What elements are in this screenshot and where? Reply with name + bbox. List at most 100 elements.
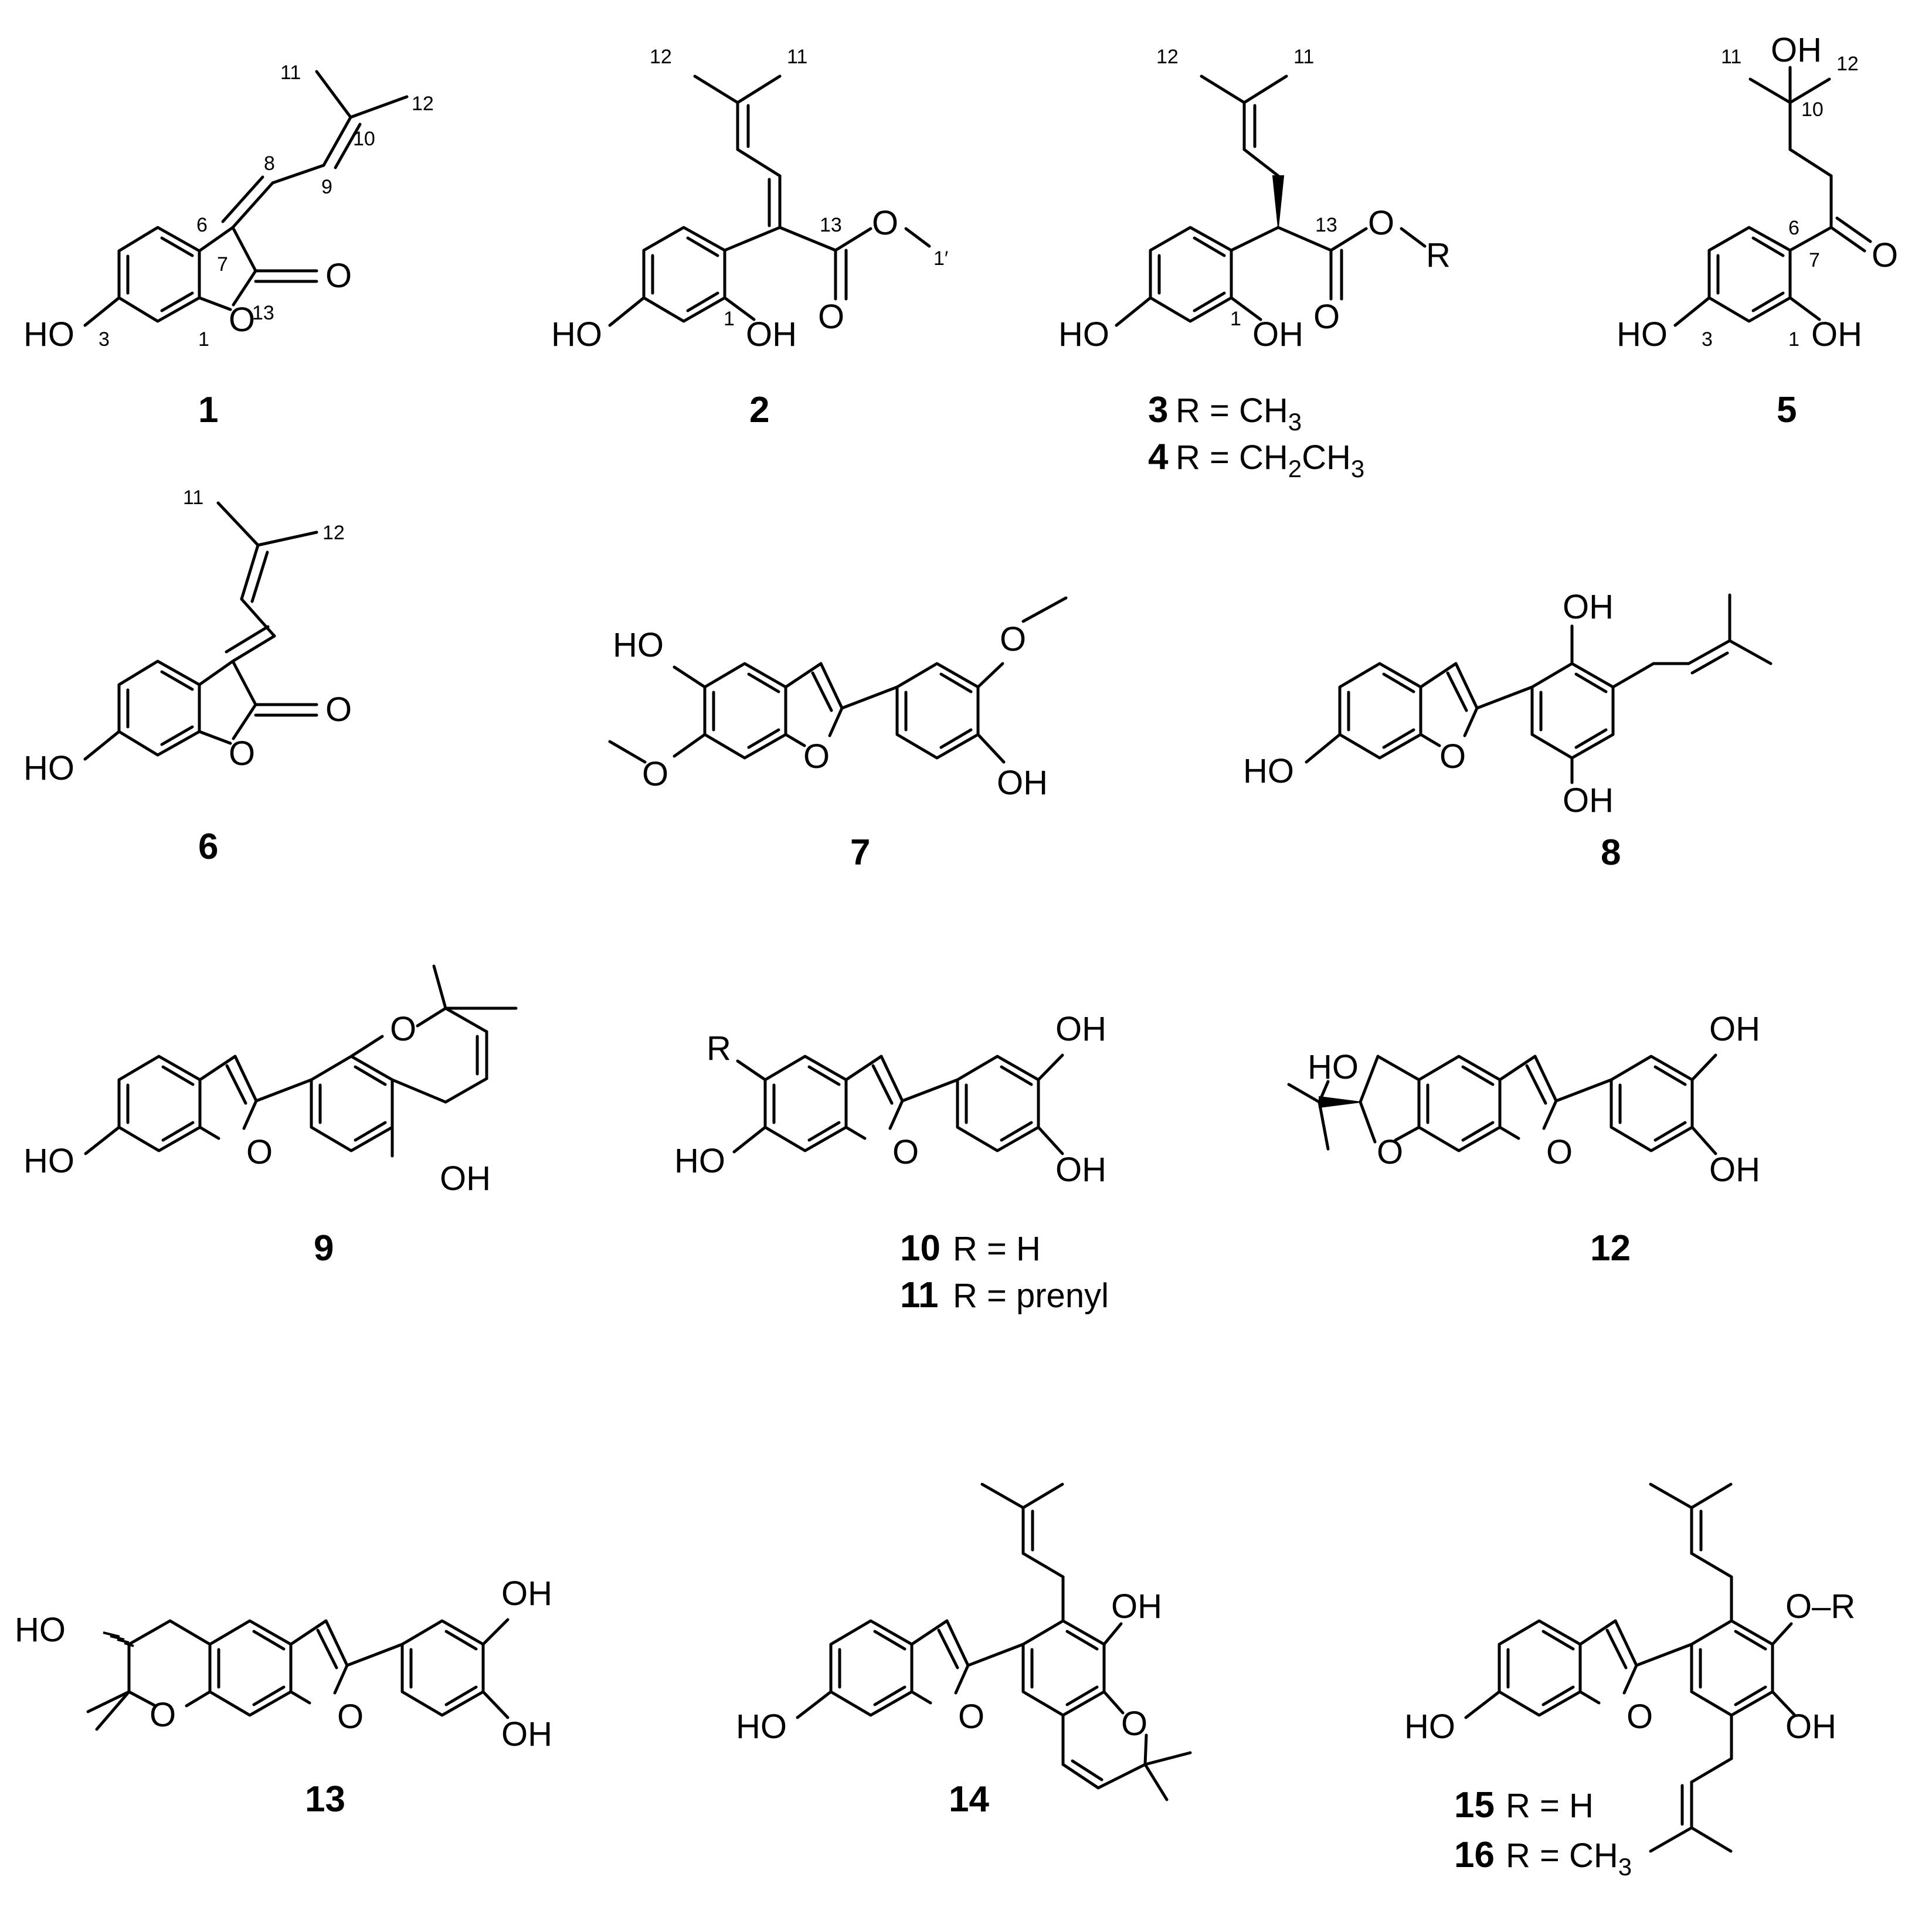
caption-16-r-text: R = CH [1506, 1837, 1618, 1875]
stereo-wedge [1272, 175, 1285, 228]
atom-label: HO [1617, 315, 1668, 353]
atom-label: HO [1404, 1708, 1455, 1746]
caption-14: 14 [949, 1779, 989, 1820]
locant: 3 [99, 328, 110, 351]
locant: 12 [322, 522, 345, 544]
atom-label: O [1313, 298, 1340, 336]
atom-label: O [1627, 1698, 1653, 1736]
atom-label: OH [1771, 31, 1822, 69]
atom-label: O [229, 301, 255, 339]
locant: 11 [787, 46, 807, 68]
bonds [1673, 66, 1872, 327]
locant: 10 [353, 128, 375, 150]
atom-label: O [1000, 620, 1026, 658]
locant: 12 [1836, 53, 1859, 75]
bonds [1287, 1053, 1717, 1155]
subscript: 3 [1351, 455, 1364, 482]
atom-label: OH [1111, 1587, 1162, 1626]
caption-3-substituent: R = CH3 [1176, 392, 1302, 436]
caption-4-r-text-tail: CH [1302, 438, 1351, 477]
bonds [83, 501, 318, 761]
compound-7-structure: HO O O O OH [608, 596, 1068, 802]
caption-11-number: 11 [900, 1275, 939, 1315]
atom-label: OH [501, 1575, 552, 1613]
atom-label: R [707, 1029, 731, 1067]
atom-label: O [1546, 1133, 1573, 1171]
compound-12-structure: HO O O OH OH [1287, 1010, 1760, 1189]
compound-15-16-structure: HO O O–R OH [1404, 1482, 1855, 1853]
locant: 1 [1788, 328, 1799, 351]
atom-label: O [229, 735, 255, 773]
locant: 3 [1702, 328, 1713, 351]
bonds [608, 74, 931, 327]
atom-label: O–R [1785, 1587, 1855, 1626]
locant: 12 [650, 46, 672, 68]
atom-label: OH [1709, 1151, 1760, 1189]
atom-label: O [803, 737, 830, 776]
caption-5: 5 [1777, 390, 1797, 430]
atom-label: O [1439, 737, 1466, 776]
bonds [83, 70, 409, 327]
locant: 12 [412, 93, 434, 115]
compound-9-structure: HO O O OH [23, 964, 518, 1198]
compound-6-structure: HO O O 11 12 [23, 487, 352, 787]
caption-13: 13 [305, 1779, 345, 1820]
bonds [84, 964, 518, 1158]
subscript: 2 [1288, 455, 1302, 482]
stereo-wedge [1319, 1096, 1361, 1108]
atom-label: O [818, 298, 844, 336]
locant: 1′ [933, 247, 948, 270]
atom-label: O [325, 691, 352, 729]
caption-3-number: 3 [1148, 390, 1168, 430]
atom-label: O [1121, 1705, 1147, 1743]
locant: 11 [183, 487, 203, 509]
locant: 6 [196, 214, 208, 236]
locant: 11 [1293, 46, 1314, 68]
locant: 1 [198, 328, 209, 351]
atom-label: HO [551, 315, 602, 353]
atom-label: HO [674, 1142, 725, 1180]
locant: 10 [1801, 98, 1824, 121]
compound-5-structure: OH HO OH O 11 12 10 6 7 3 1 [1617, 31, 1898, 353]
atom-label: O [1377, 1133, 1403, 1171]
caption-2: 2 [749, 390, 769, 430]
caption-4-r-text: R = CH [1176, 438, 1288, 477]
atom-label: O [337, 1698, 364, 1736]
compound-10-11-structure: R HO O OH OH [674, 1010, 1106, 1189]
caption-15-substituent: R = H [1506, 1787, 1594, 1825]
atom-label: O [958, 1698, 984, 1736]
locant: 9 [321, 176, 332, 198]
caption-10-substituent: R = H [953, 1230, 1041, 1268]
caption-11-substituent: R = prenyl [953, 1277, 1109, 1315]
caption-9: 9 [314, 1228, 334, 1269]
caption-10-number: 10 [900, 1228, 940, 1269]
locant: 13 [252, 302, 274, 324]
atom-label: OH [1785, 1708, 1836, 1746]
bonds [1115, 74, 1427, 327]
atom-label: OH [1563, 781, 1614, 820]
caption-15-number: 15 [1454, 1785, 1495, 1825]
atom-label: HO [613, 626, 664, 664]
atom-label: HO [15, 1611, 66, 1649]
caption-7: 7 [850, 832, 870, 873]
atom-label: HO [1243, 752, 1294, 790]
compound-8-structure: HO O OH OH [1243, 588, 1773, 820]
atom-label: HO [736, 1708, 787, 1746]
atom-label: HO [1308, 1048, 1359, 1086]
locant: 12 [1156, 46, 1179, 68]
caption-8: 8 [1601, 832, 1621, 873]
caption-12: 12 [1590, 1228, 1631, 1269]
compound-14-structure: HO O OH O [736, 1482, 1192, 1801]
atom-label: HO [23, 1142, 74, 1180]
locant: 13 [1315, 214, 1337, 236]
compound-2-structure: HO OH O O 12 11 13 1 1′ [551, 46, 948, 353]
caption-4-number: 4 [1148, 437, 1169, 477]
caption-16-substituent: R = CH3 [1506, 1837, 1632, 1881]
bonds [1464, 1482, 1796, 1853]
atom-label: OH [1709, 1010, 1760, 1048]
caption-16-number: 16 [1454, 1835, 1495, 1875]
atom-label: HO [23, 749, 74, 787]
atom-label: OH [1811, 315, 1862, 353]
bonds [608, 596, 1068, 764]
